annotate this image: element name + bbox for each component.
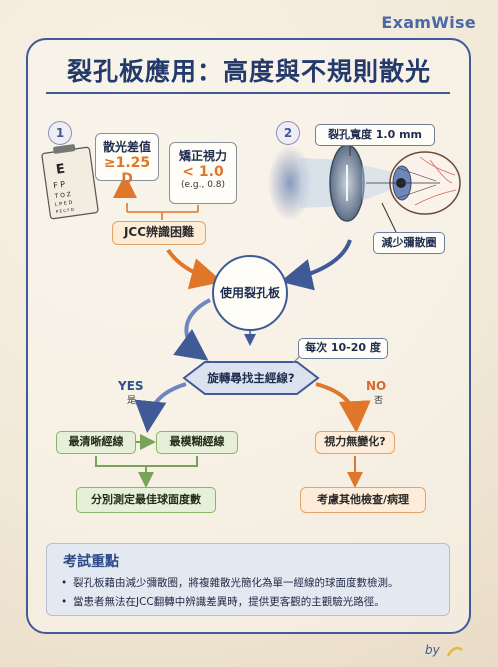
title-divider — [46, 92, 450, 94]
slit-width-label: 裂孔寬度 1.0 mm — [315, 124, 435, 146]
measure-sphere-box: 分別測定最佳球面度數 — [76, 487, 216, 513]
bullet-dot-icon: • — [61, 577, 68, 589]
exam-bullet-2-text: 當患者無法在JCC翻轉中辨識差異時，提供更客觀的主觀驗光路徑。 — [73, 596, 385, 608]
eye-chart-icon: E F P T O Z L P E D P E C F D — [41, 144, 99, 220]
step-number-2: 2 — [276, 121, 300, 145]
no-arrow — [315, 382, 371, 433]
other-exam-box: 考慮其他檢查/病理 — [300, 487, 426, 513]
yes-label: YES — [118, 379, 144, 393]
reduce-pointer — [381, 202, 397, 233]
svg-text:L P E D: L P E D — [55, 200, 73, 208]
svg-text:T O Z: T O Z — [53, 191, 71, 200]
acuity-label: 矯正視力 — [178, 149, 227, 163]
jcc-difficulty-box: JCC辨識困難 — [112, 221, 206, 245]
blurriest-meridian-box: 最模糊經線 — [156, 431, 238, 454]
use-slit-plate-node: 使用裂孔板 — [212, 255, 288, 331]
arrow-use-to-decision — [173, 298, 211, 361]
reduce-blur-label: 減少彌散圈 — [373, 232, 445, 254]
no-sub-label: 否 — [374, 396, 384, 406]
decision-diamond — [182, 361, 320, 395]
signature-icon — [446, 646, 463, 657]
yes-arrow — [134, 382, 187, 433]
yes-sub-label: 是 — [127, 396, 137, 406]
astigmatism-threshold-box: 散光差值 ≥1.25 D — [95, 133, 159, 187]
acuity-note: (e.g., 0.8) — [180, 180, 226, 190]
eye-icon — [366, 151, 461, 215]
decision-label: 旋轉尋找主經線? — [207, 371, 295, 385]
arrow-slit-to-use — [280, 239, 352, 291]
brand-logo: ExamWise — [381, 13, 476, 32]
exam-heading: 考試重點 — [63, 554, 119, 570]
svg-text:F P: F P — [53, 180, 66, 191]
arrow-jcc-to-use — [166, 248, 223, 290]
exam-bullet-1: • 裂孔板藉由減少彌散圈，將複雜散光簡化為單一經線的球面度數檢測。 — [61, 575, 399, 590]
no-change-question-box: 視力無變化? — [315, 431, 395, 454]
exam-bullet-2: • 當患者無法在JCC翻轉中辨識差異時，提供更客觀的主觀驗光路徑。 — [61, 594, 385, 609]
bracket-connector — [126, 203, 199, 220]
acuity-value: < 1.0 — [182, 164, 224, 180]
bullet-dot-icon: • — [61, 596, 68, 608]
pinhole-slit-illustration — [268, 144, 420, 222]
no-label: NO — [366, 379, 387, 393]
exam-key-points-panel: 考試重點 • 裂孔板藉由減少彌散圈，將複雜散光簡化為單一經線的球面度數檢測。 • 當… — [46, 543, 450, 616]
page-title: 裂孔板應用：高度與不規則散光 — [66, 57, 431, 86]
astig-value: ≥1.25 D — [103, 155, 151, 187]
green-bracket-arrow — [95, 456, 198, 484]
svg-text:E: E — [55, 162, 66, 178]
step-number-1: 1 — [48, 121, 72, 145]
acuity-threshold-box: 矯正視力 < 1.0 (e.g., 0.8) — [169, 142, 237, 204]
clearest-meridian-box: 最清晰經線 — [56, 431, 136, 454]
byline: by — [425, 643, 440, 657]
exam-bullet-1-text: 裂孔板藉由減少彌散圈，將複雜散光簡化為單一經線的球面度數檢測。 — [73, 577, 399, 589]
astig-label: 散光差值 — [102, 140, 151, 154]
rotation-step-note: 每次 10-20 度 — [298, 338, 388, 359]
svg-text:P E C F D: P E C F D — [56, 207, 75, 214]
